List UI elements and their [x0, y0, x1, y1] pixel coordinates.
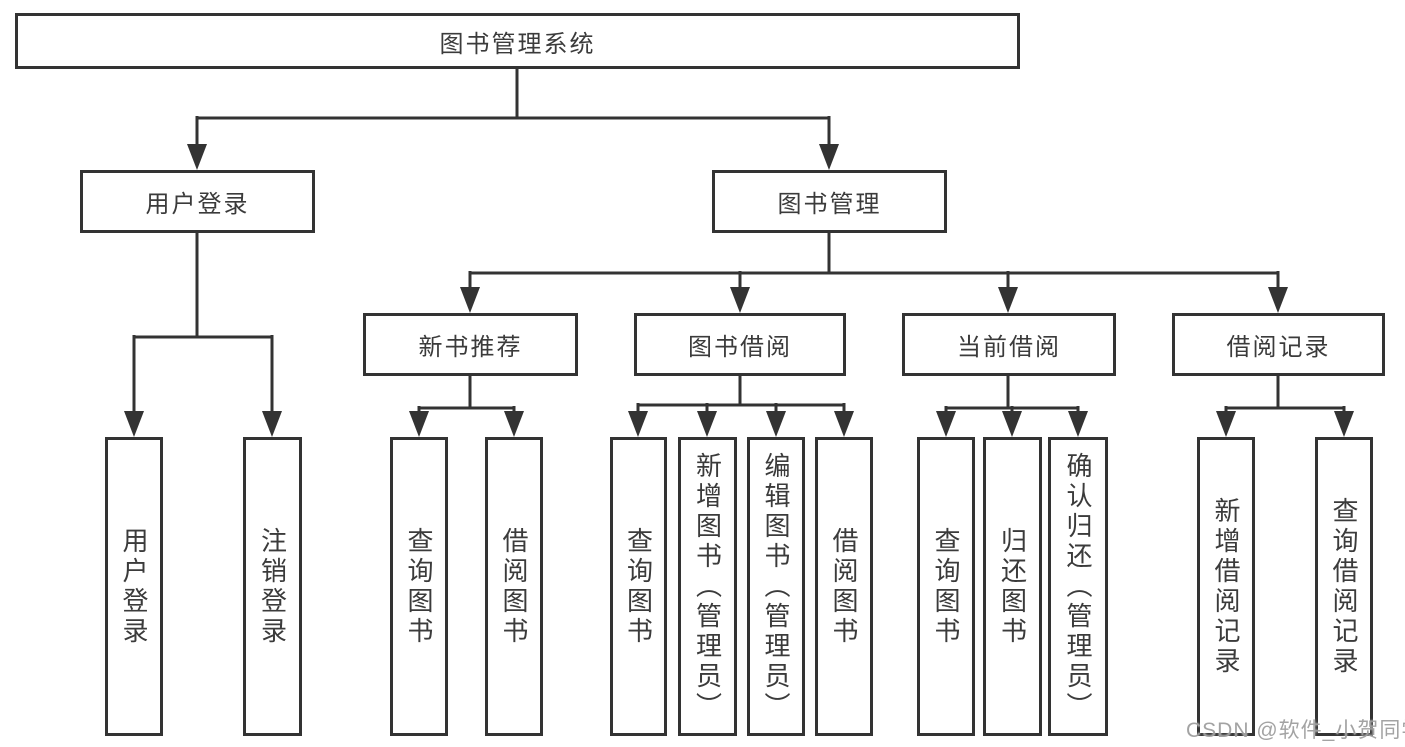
node-label: 注销登录 [257, 526, 288, 647]
node-label: 编辑图书（管理员） [761, 451, 791, 722]
node-label: 查询图书 [404, 526, 434, 647]
leaf-query-books-current: 查询图书 [917, 437, 975, 736]
node-label: 查询借阅记录 [1329, 496, 1359, 677]
leaf-add-borrow-record: 新增借阅记录 [1197, 437, 1255, 736]
node-label: 归还图书 [997, 526, 1028, 647]
node-book-borrowing: 图书借阅 [634, 313, 846, 376]
node-library-management-system: 图书管理系统 [15, 13, 1020, 69]
node-label: 图书管理 [777, 191, 882, 218]
node-label: 借阅图书 [499, 526, 529, 647]
node-label: 借阅图书 [829, 526, 859, 647]
node-label: 用户登录 [145, 191, 250, 218]
node-label: 借阅记录 [1226, 334, 1331, 361]
node-label: 新书推荐 [418, 334, 523, 361]
node-user-login: 用户登录 [80, 170, 315, 233]
node-current-borrowing: 当前借阅 [902, 313, 1116, 376]
leaf-query-books-borrowing: 查询图书 [610, 437, 667, 736]
leaf-query-books-recommend: 查询图书 [390, 437, 448, 736]
leaf-query-borrow-record: 查询借阅记录 [1315, 437, 1373, 736]
csdn-watermark: CSDN @软件_小贺同学 [1186, 719, 1405, 742]
leaf-confirm-return-admin: 确认归还（管理员） [1048, 437, 1108, 736]
node-label: 新增图书（管理员） [692, 451, 723, 722]
node-label: 查询图书 [623, 526, 654, 647]
node-label: 确认归还（管理员） [1063, 451, 1093, 722]
node-label: 查询图书 [931, 526, 961, 647]
leaf-user-login: 用户登录 [105, 437, 163, 736]
node-label: 当前借阅 [957, 334, 1061, 361]
leaf-edit-book-admin: 编辑图书（管理员） [747, 437, 805, 736]
node-label: 图书借阅 [688, 334, 792, 361]
leaf-borrow-books-recommend: 借阅图书 [485, 437, 543, 736]
leaf-logout: 注销登录 [243, 437, 302, 736]
node-book-management: 图书管理 [712, 170, 947, 233]
node-label: 新增借阅记录 [1211, 496, 1241, 677]
node-label: 用户登录 [119, 526, 149, 647]
node-label: 图书管理系统 [439, 30, 596, 58]
leaf-borrow-books-borrowing: 借阅图书 [815, 437, 873, 736]
node-new-book-recommendation: 新书推荐 [363, 313, 578, 376]
node-borrowing-records: 借阅记录 [1172, 313, 1385, 376]
leaf-add-book-admin: 新增图书（管理员） [678, 437, 737, 736]
leaf-return-book: 归还图书 [983, 437, 1042, 736]
